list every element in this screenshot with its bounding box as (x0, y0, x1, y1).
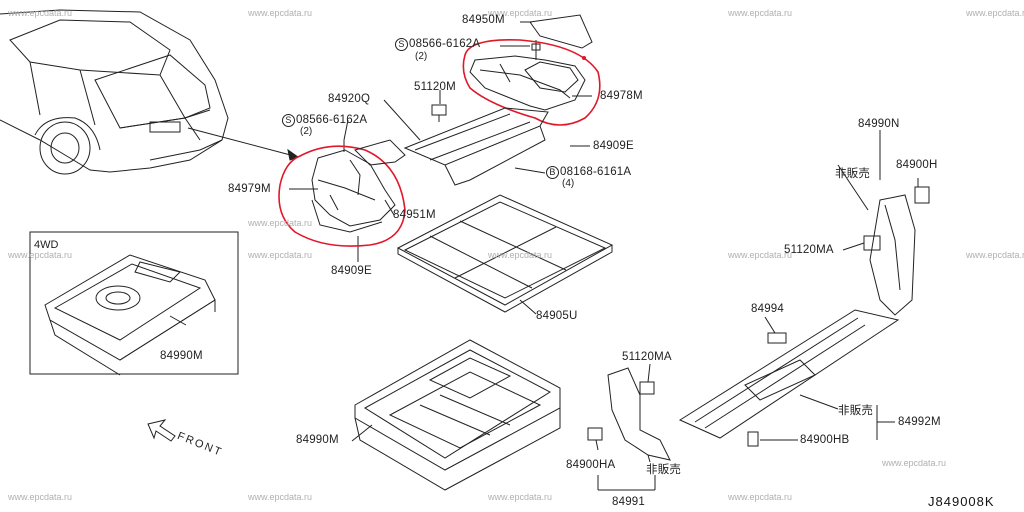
watermark: www.epcdata.ru (248, 218, 313, 228)
watermark: www.epcdata.ru (728, 8, 793, 18)
part-84992M (678, 309, 900, 439)
inset-4wd-part (44, 254, 216, 376)
part-84920Q (403, 104, 549, 186)
label-84900H: 84900H (896, 159, 938, 171)
label-inset-84990M: 84990M (160, 350, 203, 362)
part-84991 (587, 367, 671, 461)
highlight-84978M (462, 38, 601, 126)
label-not-sold-1: 非販売 (835, 168, 871, 180)
symbol-s-icon: S (282, 114, 295, 127)
part-84905U (396, 194, 614, 313)
label-51120MA-center: 51120MA (622, 351, 672, 363)
part-84994 (767, 332, 787, 344)
label-84990N: 84990N (858, 118, 900, 130)
label-84991: 84991 (612, 496, 645, 508)
label-84909E-right: 84909E (593, 140, 634, 152)
part-84990M-tray (354, 339, 561, 491)
label-84900HB: 84900HB (800, 434, 850, 446)
watermark: www.epcdata.ru (728, 492, 793, 502)
label-08566-left-qty: (2) (300, 126, 313, 137)
watermark: www.epcdata.ru (966, 250, 1024, 260)
leader-lines (169, 21, 919, 491)
label-84909E-left: 84909E (331, 265, 372, 277)
label-84951M: 84951M (393, 209, 436, 221)
leader-arrow (187, 127, 299, 158)
label-84979M: 84979M (228, 183, 271, 195)
part-84979M (311, 140, 396, 250)
front-arrow (147, 419, 176, 442)
label-not-sold-2: 非販売 (838, 405, 874, 417)
part-84978M (469, 40, 586, 111)
watermark: www.epcdata.ru (488, 250, 553, 260)
watermark: www.epcdata.ru (488, 492, 553, 502)
watermark: www.epcdata.ru (488, 8, 553, 18)
watermark: www.epcdata.ru (882, 458, 947, 468)
car-illustration (0, 9, 229, 175)
watermark: www.epcdata.ru (8, 8, 73, 18)
label-84900HA: 84900HA (566, 459, 616, 471)
label-51120MA-right: 51120MA (784, 244, 834, 256)
label-84990M: 84990M (296, 434, 339, 446)
highlight-84979M (278, 145, 406, 247)
inset-title: 4WD (34, 239, 59, 251)
part-84990N (863, 186, 930, 316)
watermark: www.epcdata.ru (248, 250, 313, 260)
inset-4wd-box (29, 231, 239, 375)
watermark: www.epcdata.ru (8, 250, 73, 260)
label-not-sold-3: 非販売 (646, 464, 682, 476)
part-84900HB (747, 431, 759, 447)
diagram-code: J849008K (928, 494, 995, 509)
label-84992M: 84992M (898, 416, 941, 428)
label-08168-qty: (4) (562, 178, 575, 189)
watermark: www.epcdata.ru (966, 8, 1024, 18)
part-84951M (354, 139, 406, 166)
label-51120M: 51120M (414, 81, 456, 93)
watermark: www.epcdata.ru (248, 8, 313, 18)
watermark: www.epcdata.ru (248, 492, 313, 502)
label-84950M: 84950M (462, 14, 505, 26)
label-84920Q: 84920Q (328, 93, 371, 105)
watermark: www.epcdata.ru (8, 492, 73, 502)
part-84950M-mat (529, 14, 593, 49)
label-84978M: 84978M (600, 90, 643, 102)
symbol-s-icon: S (395, 38, 408, 51)
label-84905U: 84905U (536, 310, 578, 322)
label-84994: 84994 (751, 303, 784, 315)
symbol-b-icon: B (546, 166, 559, 179)
watermark: www.epcdata.ru (728, 250, 793, 260)
label-08566-top-qty: (2) (415, 51, 428, 62)
